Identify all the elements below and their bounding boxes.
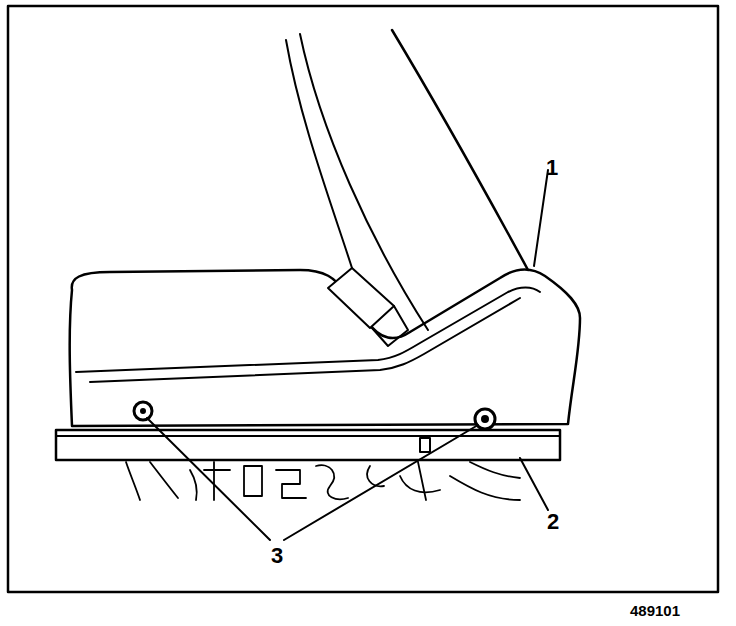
bolt [482, 416, 488, 422]
floor-mechanism [126, 462, 520, 500]
figure-code: 489101 [630, 603, 680, 618]
seat-rail [56, 435, 560, 437]
callout-number: 3 [271, 545, 283, 567]
backrest-edge [392, 30, 528, 270]
bolt [134, 402, 152, 420]
backrest-edge [286, 40, 352, 268]
callout-number: 1 [546, 157, 558, 179]
bolt [141, 409, 145, 413]
leader-line [147, 170, 548, 540]
seat-rail [56, 430, 560, 460]
frame [8, 6, 718, 592]
callout-number: 2 [547, 511, 559, 533]
belt-buckle [328, 268, 394, 328]
rail-latch [420, 438, 430, 452]
seat-cushion [70, 269, 580, 426]
cushion-seam [90, 298, 520, 382]
backrest-edge [300, 34, 428, 330]
cushion-seam [76, 288, 540, 373]
belt-buckle [372, 306, 408, 346]
